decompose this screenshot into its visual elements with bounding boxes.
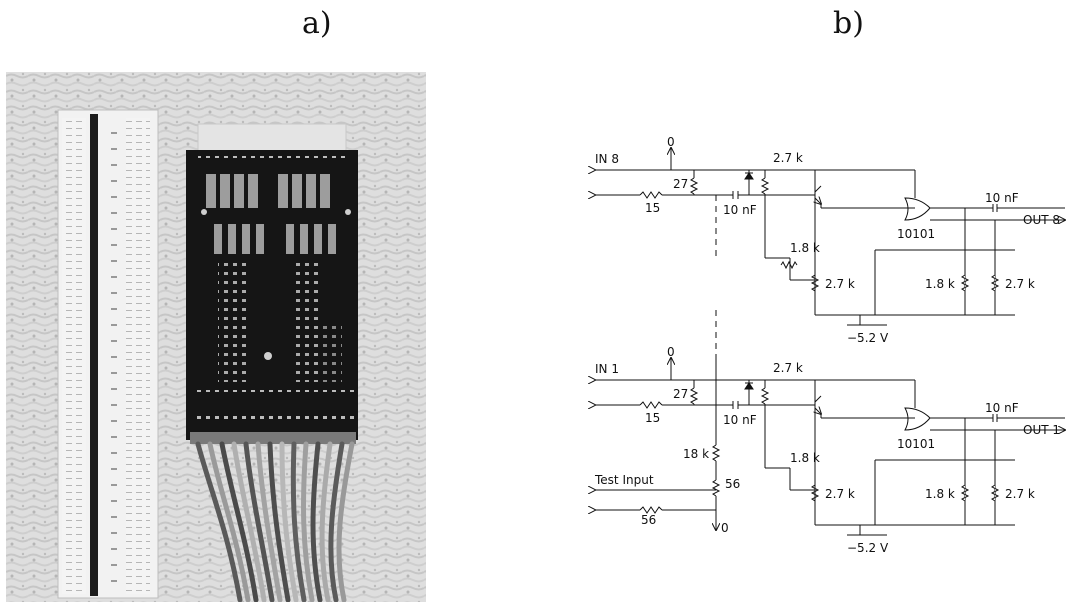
r-pull1-top: 1.8 k — [925, 277, 955, 291]
channel-bottom — [595, 310, 1065, 536]
input-label-top: IN 8 — [595, 152, 619, 166]
pcb-card — [186, 123, 358, 444]
cap-top: 10 nF — [723, 203, 757, 217]
r-test-in: 56 — [641, 513, 656, 527]
gate-bottom: 10101 — [897, 437, 935, 451]
r-em-bottom: 2.7 k — [825, 487, 855, 501]
r-fb-top: 1.8 k — [790, 241, 820, 255]
r-pull1-bottom: 1.8 k — [925, 487, 955, 501]
supply-bottom: −5.2 V — [847, 541, 889, 555]
pcb-photo — [6, 72, 426, 602]
panel-label-a: a) — [302, 6, 332, 41]
cap-out-top: 10 nF — [985, 191, 1019, 205]
panel-label-b: b) — [833, 6, 864, 41]
ground-label-bottom: 0 — [721, 521, 729, 535]
r-test-shunt: 56 — [725, 477, 740, 491]
output-label-bottom: OUT 1 — [1023, 423, 1060, 437]
cap-bottom: 10 nF — [723, 413, 757, 427]
r-pull2-bottom: 2.7 k — [1005, 487, 1035, 501]
gate-top: 10101 — [897, 227, 935, 241]
cable-bundle — [195, 441, 355, 602]
r-base-top: 2.7 k — [773, 151, 803, 165]
r-term-bottom: 27 — [673, 387, 688, 401]
r-pull2-top: 2.7 k — [1005, 277, 1035, 291]
r-in-bottom: 15 — [645, 411, 660, 425]
channel-top — [595, 148, 1065, 326]
input-label-bottom: IN 1 — [595, 362, 619, 376]
r-base-bottom: 2.7 k — [773, 361, 803, 375]
cap-out-bottom: 10 nF — [985, 401, 1019, 415]
ground-label-bottom-top: 0 — [667, 345, 675, 359]
ruler — [57, 109, 159, 599]
r-em-top: 2.7 k — [825, 277, 855, 291]
r-in-top: 15 — [645, 201, 660, 215]
supply-top: −5.2 V — [847, 331, 889, 345]
circuit-schematic: IN 8 0 15 27 2.7 k 10 nF 1.8 k 2.7 k 101… — [585, 135, 1089, 555]
r-fb-bottom: 1.8 k — [790, 451, 820, 465]
ground-label-top: 0 — [667, 135, 675, 149]
test-input-label: Test Input — [594, 473, 654, 487]
output-label-top: OUT 8 — [1023, 213, 1060, 227]
r-term-top: 27 — [673, 177, 688, 191]
r-test-div: 18 k — [683, 447, 709, 461]
